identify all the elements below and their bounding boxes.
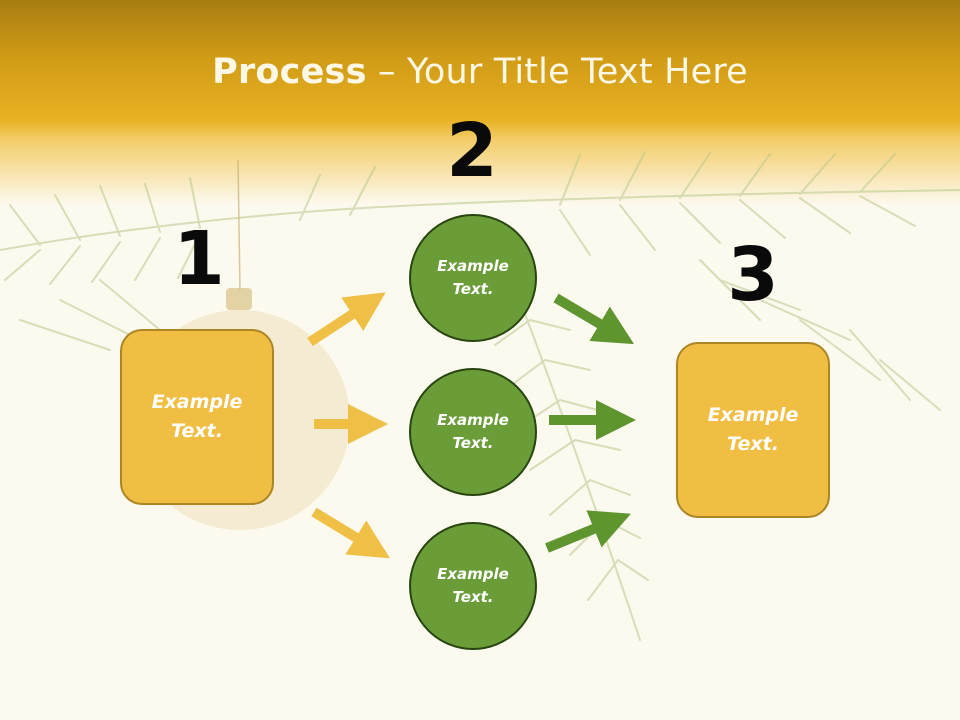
step2-circle-middle-text: Example Text. [437, 411, 509, 452]
title-rest: – Your Title Text Here [366, 52, 748, 92]
arrow-bottom-to-step3 [545, 510, 631, 553]
step-number-2: 2 [446, 108, 498, 194]
step1-box-text: Example Text. [151, 391, 243, 442]
header-band [0, 0, 960, 205]
title-bold: Process [212, 52, 367, 92]
arrow-step1-to-bottom [311, 507, 390, 559]
step3-box: Example Text. [676, 342, 830, 518]
step2-circle-top: Example Text. [409, 214, 537, 342]
step2-circle-bottom: Example Text. [409, 522, 537, 650]
step-number-1: 1 [173, 216, 225, 302]
step-number-3: 3 [727, 232, 779, 318]
step2-circle-middle: Example Text. [409, 368, 537, 496]
step1-box: Example Text. [120, 329, 274, 505]
slide-title: Process – Your Title Text Here [0, 52, 960, 92]
arrow-step1-to-top [307, 292, 386, 347]
step2-circle-bottom-text: Example Text. [437, 565, 509, 606]
arrow-top-to-step3 [553, 293, 635, 345]
step3-box-text: Example Text. [707, 404, 799, 455]
step2-circle-top-text: Example Text. [437, 257, 509, 298]
